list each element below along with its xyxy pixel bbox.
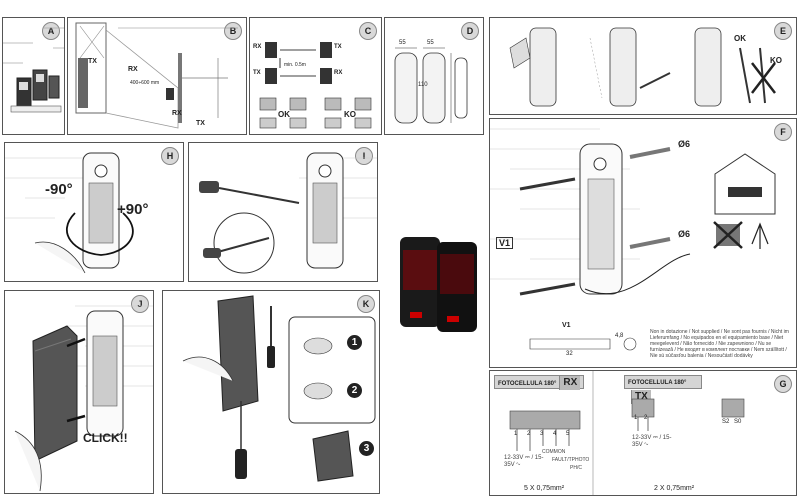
c-tx-2: TX <box>253 70 261 76</box>
e-ko-label: KO <box>770 56 782 65</box>
c-rx-2: RX <box>334 70 343 76</box>
panel-k-badge: K <box>357 295 375 313</box>
photocell-render <box>400 237 477 332</box>
placement-illustration <box>259 42 372 129</box>
rx-cable: 5 X 0,75mm² <box>524 485 565 492</box>
v1-detail: V1 <box>562 322 571 329</box>
panel-f-badge: F <box>774 123 792 141</box>
panel-j-badge: J <box>131 295 149 313</box>
panel-c-badge: C <box>359 22 377 40</box>
rx-terminal-2: 2 <box>527 431 531 437</box>
panel-e: E OK KO <box>489 17 797 115</box>
rx-label-common: COMMON <box>542 449 566 455</box>
width-1: 55 <box>399 40 406 46</box>
rx-voltage: 12-33V ⎓ / 15-35V ∿ <box>504 455 544 468</box>
panel-i-badge: I <box>355 147 373 165</box>
panel-e-badge: E <box>774 22 792 40</box>
panel-k: K 1 2 3 <box>162 290 380 494</box>
v1-left: V1 <box>496 237 514 249</box>
c-rx-1: RX <box>253 44 262 50</box>
rx-header: FOTOCELLULA 180°RX <box>494 375 584 390</box>
c-tx-1: TX <box>334 44 342 50</box>
rx-label-top: RX <box>128 66 138 73</box>
panel-g-badge: G <box>774 375 792 393</box>
plus-90-label: +90° <box>117 201 149 218</box>
tx-terminal-s2: S2 <box>722 419 730 425</box>
panel-a: A <box>2 17 65 135</box>
panel-a-illustration <box>3 27 64 113</box>
tx-terminal-s0: S0 <box>734 419 742 425</box>
rx-header-title: FOTOCELLULA 180° <box>498 381 557 387</box>
tx-label-bottom: TX <box>196 120 205 127</box>
k-step-2: 2 <box>347 383 362 398</box>
gate-illustration <box>75 22 238 129</box>
panel-d: D 55 55 110 <box>384 17 484 135</box>
tx-cable: 2 X 0,75mm² <box>654 485 695 492</box>
click-label: CLICK!! <box>83 431 128 445</box>
screw-diameter: 4,8 <box>615 333 624 339</box>
tx-label: TX <box>88 58 97 65</box>
d6-top: Ø6 <box>678 139 691 149</box>
adjust-illustration <box>199 152 377 274</box>
rx-terminal-5: 5 <box>566 431 570 437</box>
k-step-1: 1 <box>347 335 362 350</box>
e-ok-label: OK <box>734 34 746 43</box>
panel-g: G FOTOCELLULA 180°RX FOTOCELLULA 180°TX … <box>489 370 797 496</box>
d6-bottom: Ø6 <box>678 229 691 239</box>
tx-header-title: FOTOCELLULA 180° <box>628 380 687 386</box>
tx-terminal-2: 2 <box>644 415 648 421</box>
wiring-illustration <box>509 371 745 495</box>
tx-terminal-1: 1 <box>634 415 638 421</box>
width-2: 55 <box>427 40 434 46</box>
range-label: 400÷600 mm <box>130 80 160 86</box>
rx-label-fault: FAULT/TPHOTO <box>552 457 590 463</box>
min-distance-label: min. 0.5m <box>284 62 306 68</box>
rx-header-tag: RX <box>559 376 581 390</box>
c-ok-label: OK <box>278 110 290 119</box>
opening-illustration <box>509 27 776 107</box>
panel-j: J CLICK!! <box>4 290 154 494</box>
panel-c: C RX TX TX RX min. 0.5m OK KO <box>249 17 382 135</box>
dimensions-illustration <box>394 47 468 124</box>
rotation-illustration <box>5 152 134 274</box>
panel-h: H -90° +90° <box>4 142 184 282</box>
tx-voltage: 12-33V ⎓ / 15-35V ∿ <box>632 435 672 448</box>
panel-b-badge: B <box>224 22 242 40</box>
rx-terminal-3: 3 <box>540 431 544 437</box>
panel-a-badge: A <box>42 22 60 40</box>
minus-90-label: -90° <box>45 181 73 198</box>
height: 110 <box>418 82 428 88</box>
c-ko-label: KO <box>344 110 356 119</box>
rx-label-bottom: RX <box>172 110 182 117</box>
rx-label-phc: PH/C <box>570 465 582 471</box>
panel-d-badge: D <box>461 22 479 40</box>
screw-length: 32 <box>566 351 573 357</box>
rx-terminal-4: 4 <box>553 431 557 437</box>
panel-b: B TX RX 400÷600 mm RX TX <box>67 17 247 135</box>
panel-h-badge: H <box>161 147 179 165</box>
panel-i: I <box>188 142 378 282</box>
cover-snap-illustration <box>14 305 153 492</box>
rx-terminal-1: 1 <box>514 431 518 437</box>
wall-mount-illustration <box>490 128 776 351</box>
k-step-3: 3 <box>359 441 374 456</box>
not-supplied-note: Non in dotazione / Not supplied / Ne son… <box>650 329 789 359</box>
panel-f: F Ø6 Ø6 V1 V1 32 4,8 Non in dotazione / … <box>489 118 797 368</box>
